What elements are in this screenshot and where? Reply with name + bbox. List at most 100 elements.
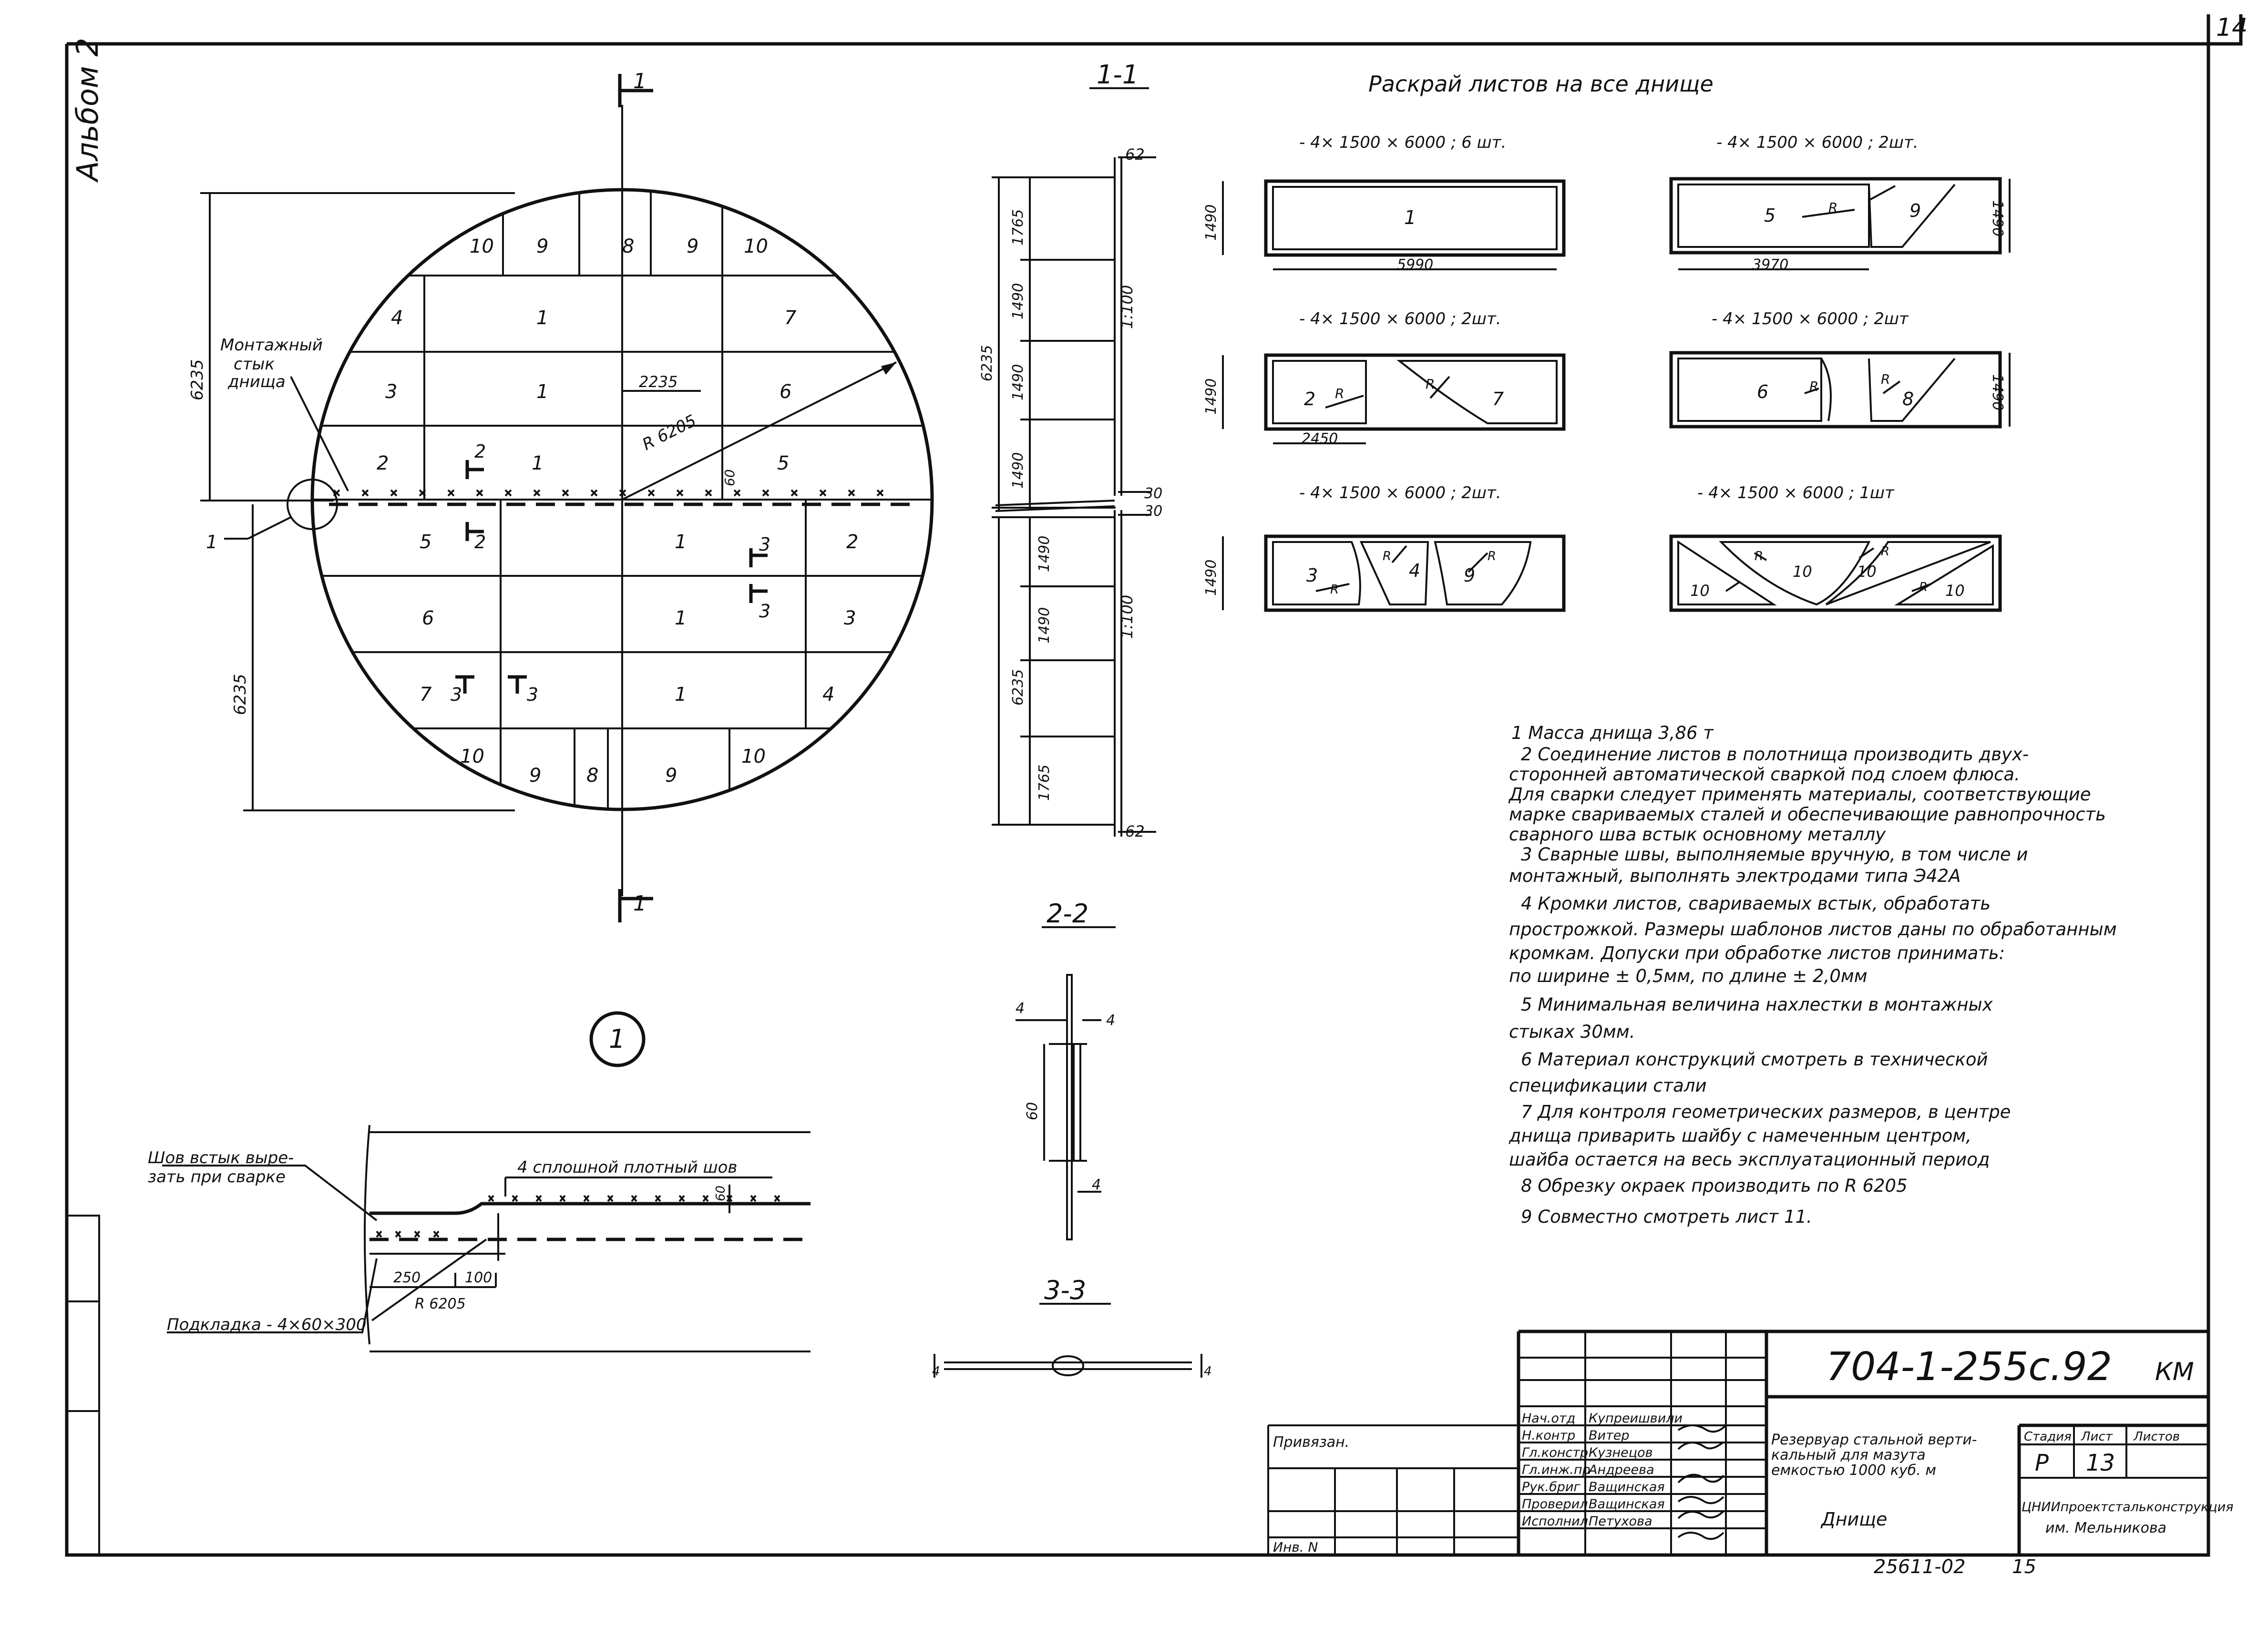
detail-1 (162, 1011, 811, 1352)
cell-r7-c: 4 (822, 684, 834, 706)
s11-30-top: 30 (1144, 485, 1162, 502)
name-1: Купреишвили (1589, 1411, 1683, 1426)
s11-slope-bottom: 1:100 (1118, 595, 1136, 639)
cell-r5-c: 2 (846, 531, 858, 553)
drawing-suffix: КМ (2155, 1358, 2194, 1386)
name-7: Петухова (1589, 1514, 1652, 1529)
note-line-15: 6 Материал конструкций смотреть в технич… (1521, 1049, 1988, 1070)
note-line-14: стыках 30мм. (1509, 1022, 1635, 1042)
s11-dim-6: 1490 (1036, 607, 1053, 644)
sheet1-part: 1 (1404, 207, 1416, 229)
s11-30-bottom: 30 (1144, 503, 1162, 520)
dim-60: 60 (722, 469, 738, 486)
sheet3-part-b: 7 (1492, 389, 1504, 409)
detail-radius: R 6205 (415, 1296, 466, 1312)
s11-dim-2: 1490 (1010, 283, 1026, 319)
sheet4-part-b: 8 (1902, 389, 1914, 409)
section-3-3-title: 3-3 (1044, 1275, 1086, 1305)
sheet3-caption: - 4× 1500 × 6000 ; 2шт. (1299, 309, 1501, 328)
sheet-frame (65, 14, 2243, 1557)
sheet1-width: 1490 (1203, 205, 1220, 241)
cell-r1-b: 9 (536, 235, 548, 257)
note-line-16: спецификации стали (1509, 1075, 1707, 1096)
name-6: Ващинская (1589, 1497, 1665, 1512)
drawing-code: 704-1-255с.92 (1826, 1344, 2112, 1390)
notes: 1 Масса днища 3,86 т 2 Соединение листов… (1508, 723, 2117, 1227)
sheet6-part-r3: R (1919, 580, 1928, 594)
role-4: Гл.инж.пр (1522, 1463, 1591, 1477)
sheet3-part-a: 2 (1304, 389, 1315, 409)
cell-r3-c: 6 (780, 381, 791, 403)
section-3-3 (934, 1303, 1202, 1378)
sheet5-caption: - 4× 1500 × 6000 ; 2шт. (1299, 483, 1501, 502)
s11-total-bottom: 6235 (1010, 669, 1026, 706)
sheet5-width: 1490 (1203, 560, 1220, 596)
note-line-6: сварного шва встык основному металлу (1509, 824, 1886, 845)
sheet4-caption: - 4× 1500 × 6000 ; 2шт (1712, 309, 1909, 328)
cell-r1-e: 10 (744, 235, 768, 257)
sheet6-caption: - 4× 1500 × 6000 ; 1шт (1697, 483, 1895, 502)
cell-r5-b: 1 (675, 531, 687, 553)
sheet2-width: 1490 (1989, 200, 2006, 236)
detail-cut-label-1: Шов встык выре- (148, 1148, 294, 1167)
cell-r8-a: 10 (460, 746, 484, 767)
sheet1-length: 5990 (1397, 256, 1433, 273)
plan-section-mark-1-top: 1 (633, 69, 647, 93)
signatures (1677, 1424, 1727, 1540)
joint-label-line1: Монтажный (220, 336, 323, 355)
s11-dim-7: 1765 (1036, 765, 1053, 801)
cutting-layouts (1222, 177, 2011, 612)
desc-line-2: кальный для мазута (1771, 1447, 1926, 1463)
s22-4b: 4 (1106, 1012, 1115, 1029)
s33-4b: 4 (1204, 1364, 1212, 1379)
sheet5-part-c: 9 (1464, 565, 1475, 586)
detail-100: 100 (465, 1269, 492, 1286)
plan-section-mark-1-bottom: 1 (633, 891, 647, 916)
cell-r1-c: 8 (622, 235, 634, 257)
detail-weld-label: 4 сплошной плотный шов (517, 1158, 737, 1177)
s11-dim-1: 1765 (1010, 209, 1026, 246)
note-line-4: Для сварки следует применять материалы, … (1508, 784, 2091, 805)
note-line-2: 2 Соединение листов в полотнища производ… (1521, 744, 2029, 765)
sheet6-part-b: 10 (1793, 563, 1812, 581)
sheet6-part-r2: R (1881, 544, 1889, 559)
cell-r8-b: 9 (529, 765, 541, 787)
dim-6235-top: 6235 (188, 359, 207, 400)
title-block (1267, 1330, 2208, 1555)
dim-radius: R 6205 (639, 411, 699, 454)
sheet2-part-r: R (1828, 200, 1837, 215)
plan-section-mark-2-bottom: 2 (474, 532, 486, 552)
note-line-12: по ширине ± 0,5мм, по длине ± 2,0мм (1509, 966, 1868, 986)
section-2-2 (1016, 926, 1116, 1240)
archive-number: 25611-02 (1874, 1556, 1966, 1578)
note-line-13: 5 Минимальная величина нахлестки в монта… (1521, 994, 1993, 1015)
s22-60: 60 (1024, 1102, 1041, 1120)
plan-section-mark-3b: 3 (759, 601, 770, 622)
sheet5-part-a: 3 (1306, 565, 1318, 586)
detail-250: 250 (393, 1269, 421, 1286)
cutting-title: Раскрай листов на все днище (1368, 71, 1714, 97)
note-line-10: прострожкой. Размеры шаблонов листов дан… (1509, 919, 2117, 940)
cell-r8-e: 10 (741, 746, 766, 767)
sheet5-part-b: 4 (1409, 560, 1420, 581)
note-line-19: шайба остается на весь эксплуатационный … (1509, 1149, 1990, 1170)
cell-r1-a: 10 (470, 235, 494, 257)
sheet-value: 13 (2086, 1450, 2115, 1476)
cell-r7-a: 7 (420, 684, 432, 706)
desc-line-3: емкостью 1000 куб. м (1771, 1462, 1936, 1479)
sheet3-length: 2450 (1302, 430, 1338, 447)
cell-r1-d: 9 (687, 235, 698, 257)
role-2: Н.контр (1522, 1428, 1575, 1443)
s11-62-top: 62 (1125, 145, 1145, 164)
note-line-17: 7 Для контроля геометрических размеров, … (1521, 1102, 2011, 1122)
desc-line-1: Резервуар стальной верти- (1771, 1432, 1977, 1448)
sheet2-length: 3970 (1752, 256, 1788, 273)
note-line-21: 9 Совместно смотреть лист 11. (1521, 1207, 1812, 1227)
cell-r5-a: 5 (420, 531, 431, 553)
cell-r2-b: 1 (536, 307, 548, 329)
sheet4-part-r2: R (1881, 371, 1890, 387)
sheet5-part-r1: R (1330, 583, 1339, 597)
note-line-20: 8 Обрезку окраек производить по R 6205 (1521, 1176, 1908, 1196)
cell-r4-a: 2 (377, 452, 389, 474)
